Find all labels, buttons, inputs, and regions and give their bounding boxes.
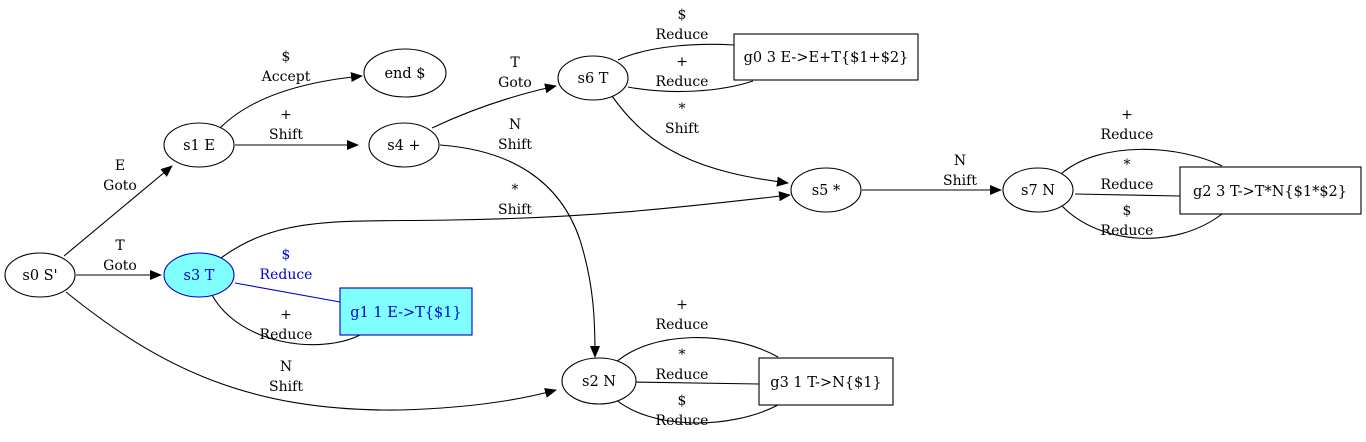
node-s4[interactable]: s4 +: [368, 122, 440, 168]
edge-s2-g3-star: [633, 381, 760, 385]
node-end-label: end $: [384, 66, 425, 82]
edge-label-s4-s2-action: Shift: [498, 137, 532, 153]
edge-s3-g1-plus: [211, 294, 361, 346]
edge-label-s4-s6-action: Goto: [498, 75, 532, 91]
edge-s4-s6: [431, 83, 557, 129]
edge-label-s1-s4-symbol: +: [280, 107, 292, 123]
edge-label-s6-g0-plus-action: Reduce: [656, 74, 709, 90]
node-s3[interactable]: s3 T: [163, 252, 235, 298]
edge-label-s1-s4-action: Shift: [269, 127, 303, 143]
edge-s4-s2: [439, 144, 600, 358]
edge-label-s6-s5-symbol: *: [679, 101, 686, 117]
edge-label-s6-g0-dollar-action: Reduce: [656, 27, 709, 43]
edge-label-s0-s3-action: Goto: [103, 258, 137, 274]
edge-label-s3-g1-dollar-action: Reduce: [260, 267, 313, 283]
edge-s6-s5: [611, 95, 789, 187]
edge-label-s4-s2-symbol: N: [509, 117, 521, 133]
edge-s7-g2-dollar: [1061, 205, 1223, 239]
edge-label-s3-s5-action: Shift: [498, 202, 532, 218]
edge-label-s0-s3-symbol: T: [115, 238, 125, 254]
node-s1[interactable]: s1 E: [163, 122, 235, 168]
edge-label-s1-end-symbol: $: [282, 49, 291, 65]
node-g2-label: g2 3 T->T*N{$1*$2}: [1193, 184, 1347, 200]
node-s5-label: s5 *: [812, 183, 841, 199]
edge-label-s3-g1-dollar-symbol: $: [282, 247, 291, 263]
edge-s6-g0-dollar: [617, 43, 735, 61]
node-g3[interactable]: g3 1 T->N{$1}: [758, 357, 894, 406]
edge-label-s2-g3-star-action: Reduce: [656, 367, 709, 383]
edge-s2-g3-dollar: [613, 397, 779, 424]
edge-label-s2-g3-plus-symbol: +: [676, 297, 688, 313]
edge-s3-g1-dollar: [234, 282, 341, 303]
node-s3-label: s3 T: [184, 268, 215, 284]
node-g2[interactable]: g2 3 T->T*N{$1*$2}: [1179, 166, 1362, 215]
edge-s1-end: [219, 72, 363, 129]
edge-s0-s1: [63, 165, 173, 257]
edge-label-s7-g2-dollar-symbol: $: [1123, 203, 1132, 219]
node-g0[interactable]: g0 3 E->E+T{$1+$2}: [733, 33, 919, 81]
edge-label-s0-s2-action: Shift: [269, 379, 303, 395]
edge-label-s1-end-action: Accept: [261, 69, 311, 85]
edge-label-s2-g3-plus-action: Reduce: [656, 317, 709, 333]
edge-label-s4-s6-symbol: T: [510, 55, 520, 71]
node-s5[interactable]: s5 *: [790, 167, 862, 213]
edge-label-s7-g2-dollar-action: Reduce: [1101, 223, 1154, 239]
node-s0-label: s0 S': [22, 268, 57, 284]
node-s6-label: s6 T: [578, 71, 609, 87]
edge-s6-g0-plus: [627, 80, 754, 93]
edge-label-s2-g3-star-symbol: *: [679, 347, 686, 363]
node-s1-label: s1 E: [183, 138, 215, 154]
edge-label-s0-s1-action: Goto: [103, 178, 137, 194]
edge-s2-g3-plus: [613, 337, 779, 365]
node-g1-label: g1 1 E->T{$1}: [350, 305, 461, 321]
edge-label-s7-g2-plus-action: Reduce: [1101, 127, 1154, 143]
node-s7[interactable]: s7 N: [1002, 167, 1074, 213]
edge-label-s7-g2-star-symbol: *: [1124, 157, 1131, 173]
node-g3-label: g3 1 T->N{$1}: [770, 375, 881, 391]
edge-label-s0-s1-symbol: E: [115, 158, 125, 174]
edge-label-s3-g1-plus-action: Reduce: [260, 327, 313, 343]
node-s0[interactable]: s0 S': [4, 252, 76, 298]
edge-label-s7-g2-star-action: Reduce: [1101, 177, 1154, 193]
node-end[interactable]: end $: [363, 48, 447, 98]
node-g1[interactable]: g1 1 E->T{$1}: [339, 287, 473, 336]
edge-s7-g2-star: [1074, 193, 1181, 197]
edge-label-s2-g3-dollar-symbol: $: [678, 393, 687, 409]
node-s2-label: s2 N: [582, 374, 616, 390]
edge-s3-s5: [220, 191, 791, 259]
node-s6[interactable]: s6 T: [557, 55, 629, 101]
edge-label-s6-s5-action: Shift: [665, 121, 699, 137]
node-s2[interactable]: s2 N: [561, 357, 637, 405]
edge-label-s3-s5-symbol: *: [512, 182, 519, 198]
node-s4-label: s4 +: [387, 138, 420, 154]
node-s7-label: s7 N: [1021, 183, 1055, 199]
edge-label-s6-g0-plus-symbol: +: [676, 54, 688, 70]
edge-label-s5-s7-symbol: N: [954, 153, 966, 169]
edge-label-s2-g3-dollar-action: Reduce: [656, 413, 709, 429]
node-g0-label: g0 3 E->E+T{$1+$2}: [744, 50, 909, 66]
edge-label-s5-s7-action: Shift: [943, 173, 977, 189]
edge-label-s7-g2-plus-symbol: +: [1121, 107, 1133, 123]
edge-label-s0-s2-symbol: N: [280, 359, 292, 375]
edge-s0-s2: [65, 291, 557, 411]
edge-s7-g2-plus: [1060, 148, 1223, 175]
edge-label-s6-g0-dollar-symbol: $: [678, 7, 687, 23]
edge-label-s3-g1-plus-symbol: +: [280, 307, 292, 323]
